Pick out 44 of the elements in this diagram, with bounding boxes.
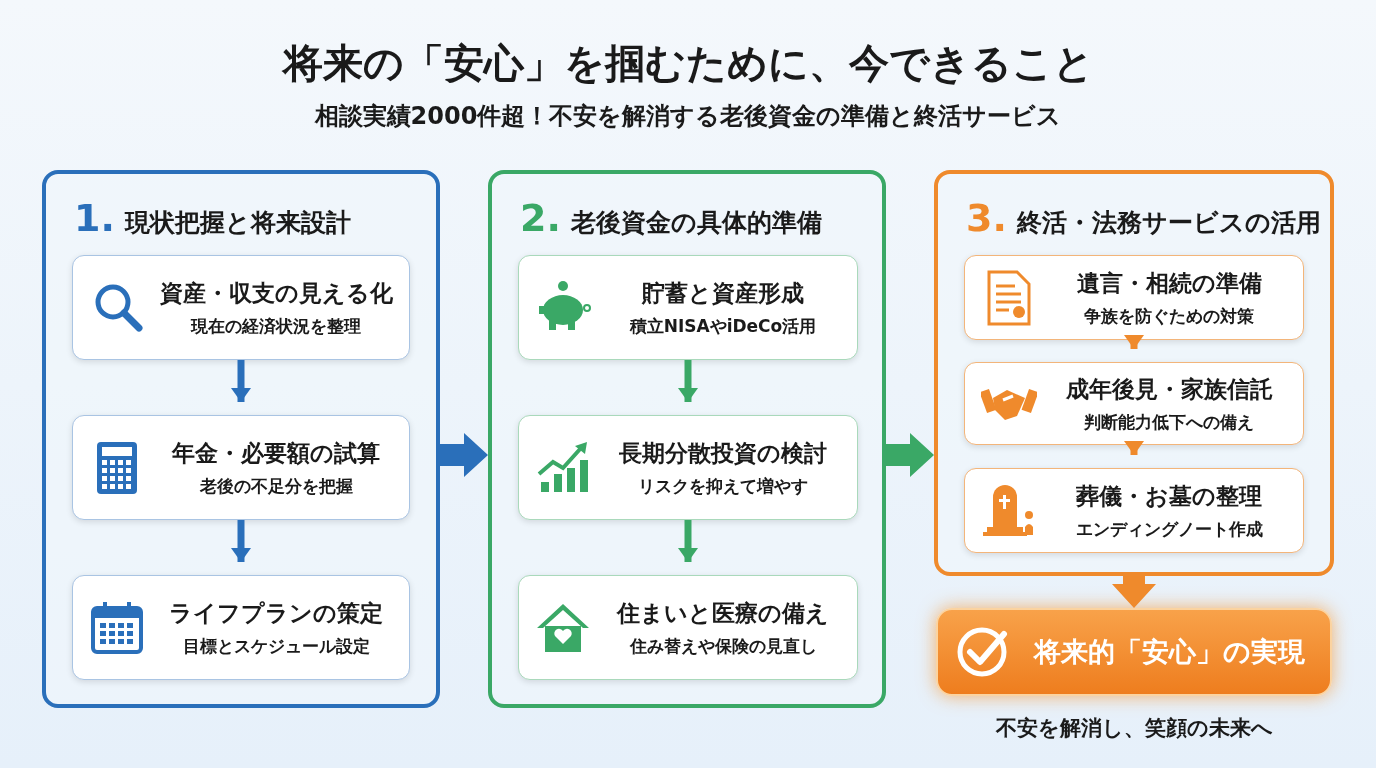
panel-heading: 現状把握と将来設計 <box>124 207 351 239</box>
card-subtext: 目標とスケジュール設定 <box>181 634 371 658</box>
card-subtext: 現在の経済状況を整理 <box>189 314 362 338</box>
step-card <box>964 362 1304 445</box>
step-panel <box>488 170 886 708</box>
step-number: 2. <box>520 196 561 240</box>
card-subtext: リスクを抑えて増やす <box>637 474 809 498</box>
result-label: 将来的「安心」の実現 <box>1032 635 1306 669</box>
card-heading: ライフプランの策定 <box>168 598 384 628</box>
tagline: 不安を解消し、笑顔の未来へ <box>994 715 1274 742</box>
step-card <box>518 255 858 360</box>
card-subtext: 判断能力低下への備え <box>1083 410 1255 434</box>
step-panel <box>42 170 440 708</box>
card-heading: 葬儀・お墓の整理 <box>1075 481 1263 511</box>
card-subtext: 争族を防ぐための対策 <box>1083 304 1255 328</box>
step-number: 3. <box>966 196 1007 240</box>
block-arrow <box>1112 576 1156 608</box>
card-heading: 遺言・相続の準備 <box>1075 268 1263 298</box>
subtitle: 相談実績2000件超！不安を解消する老後資金の準備と終活サービス <box>313 101 1063 132</box>
card-heading: 住まいと医療の備え <box>615 598 830 628</box>
card-subtext: 老後の不足分を把握 <box>198 474 354 498</box>
block-arrow <box>440 433 488 477</box>
step-card <box>964 468 1304 553</box>
step-card <box>964 255 1304 340</box>
block-arrow <box>886 433 934 477</box>
card-subtext: 住み替えや保険の見直し <box>628 634 818 658</box>
card-heading: 長期分散投資の検討 <box>618 438 828 468</box>
panel-heading: 老後資金の具体的準備 <box>570 207 822 239</box>
step-number: 1. <box>74 196 115 240</box>
card-heading: 年金・必要額の試算 <box>170 438 381 468</box>
card-subtext: 積立NISAやiDeCo活用 <box>628 314 818 338</box>
card-heading: 貯蓄と資産形成 <box>640 278 805 308</box>
card-heading: 資産・収支の見える化 <box>158 278 394 308</box>
panel-heading: 終活・法務サービスの活用 <box>1016 207 1321 239</box>
card-subtext: エンディングノート作成 <box>1074 517 1264 541</box>
step-card <box>72 255 410 360</box>
title: 将来の「安心」を掴むために、今できること <box>281 39 1095 88</box>
step-card <box>518 415 858 520</box>
card-heading: 成年後見・家族信託 <box>1064 374 1274 404</box>
step-card <box>518 575 858 680</box>
step-panel <box>934 170 1334 576</box>
step-card <box>72 575 410 680</box>
result-banner <box>936 608 1332 696</box>
step-card <box>72 415 410 520</box>
